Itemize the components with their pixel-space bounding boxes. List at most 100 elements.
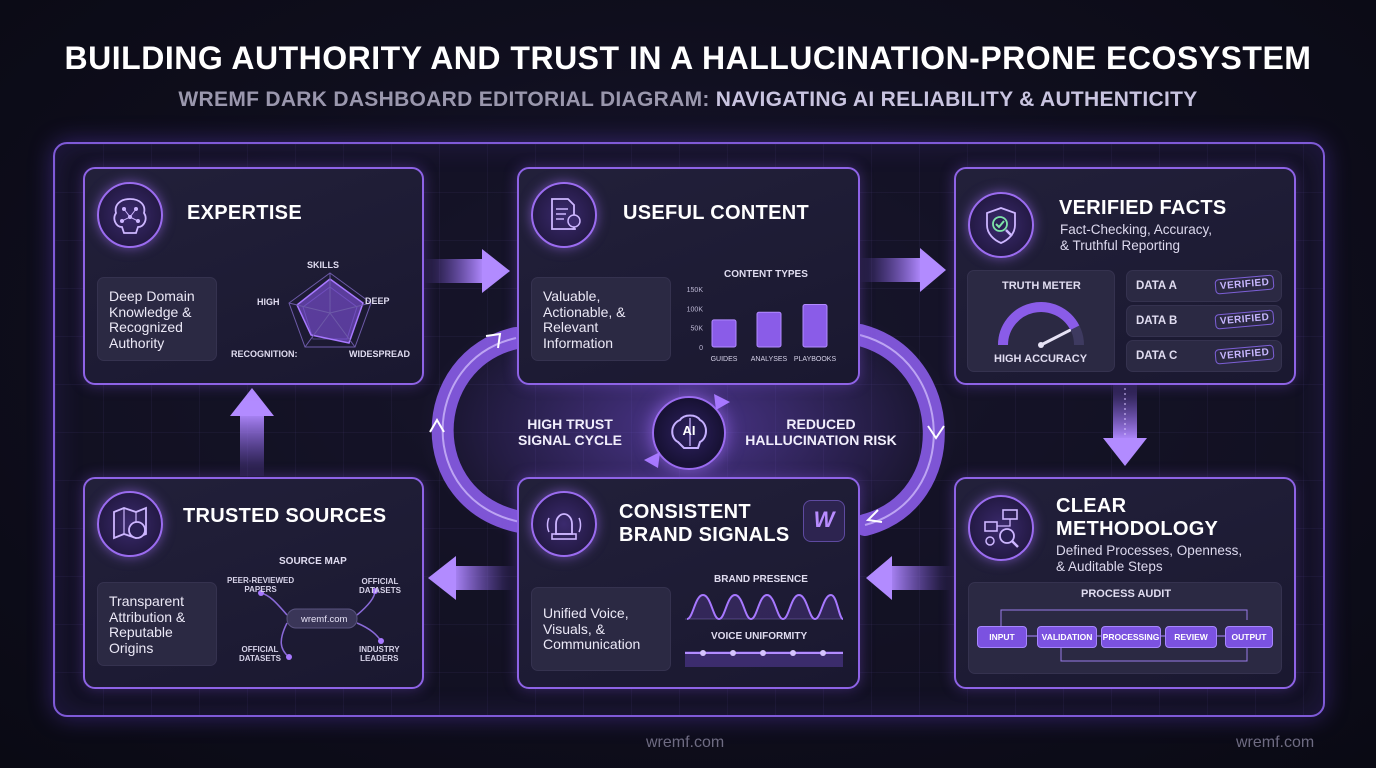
process-audit-title: PROCESS AUDIT — [1081, 588, 1172, 600]
expertise-radar-chart — [288, 272, 372, 348]
data-row-label: DATA B — [1136, 315, 1178, 327]
radar-label-widespread: WIDESPREAD — [349, 349, 411, 359]
data-row-label: DATA A — [1136, 280, 1177, 292]
trusted-sources-description: Transparent Attribution & Reputable Orig… — [109, 593, 186, 656]
process-step-output: OUTPUT — [1225, 626, 1273, 648]
node-peer-reviewed: PEER-REVIEWED PAPERS — [227, 576, 295, 594]
data-row: DATA A VERIFIED — [1126, 270, 1282, 302]
truth-meter-title: TRUTH METER — [1002, 280, 1081, 292]
truth-meter-gauge — [998, 302, 1084, 348]
y-tick-label: 100K — [687, 306, 704, 313]
radar-label-recognition: RECOGNITION: — [231, 349, 298, 359]
trusted-sources-card: TRUSTED SOURCES Transparent Attribution … — [83, 477, 424, 689]
bar — [756, 311, 782, 348]
cycle-label-left: HIGH TRUST SIGNAL CYCLE — [518, 416, 622, 448]
data-row-label: DATA C — [1136, 350, 1178, 362]
arrow-methodology-to-brand — [866, 556, 952, 600]
verified-facts-subtitle: Fact-Checking, Accuracy, & Truthful Repo… — [1060, 222, 1213, 253]
process-audit-connectors — [1000, 609, 1248, 662]
data-row: DATA B VERIFIED — [1126, 305, 1282, 337]
y-tick-label: 50K — [691, 326, 704, 333]
arrow-brand-to-trusted — [428, 556, 516, 600]
verified-facts-card: VERIFIED FACTS Fact-Checking, Accuracy, … — [954, 167, 1296, 385]
document-bulb-icon — [531, 182, 597, 248]
verified-badge: VERIFIED — [1214, 309, 1275, 330]
content-types-chart-title: CONTENT TYPES — [724, 269, 808, 280]
useful-content-card: USEFUL CONTENT Valuable, Actionable, & R… — [517, 167, 860, 385]
arrow-verified-to-methodology — [1103, 384, 1147, 466]
x-category-label: PLAYBOOKS — [794, 356, 837, 363]
process-audit-box: PROCESS AUDIT INPUT VALIDATION PROCESSIN… — [968, 582, 1282, 674]
brand-signals-card: CONSISTENT BRAND SIGNALS W Unified Voice… — [517, 477, 860, 689]
radar-label-skills: SKILLS — [307, 260, 340, 270]
node-official-datasets-bottom: OFFICIAL DATASETS — [239, 645, 281, 663]
verified-badge: VERIFIED — [1214, 274, 1275, 295]
verified-facts-title: VERIFIED FACTS — [1059, 197, 1227, 219]
brand-presence-wave — [685, 593, 843, 621]
process-step-validation: VALIDATION — [1037, 626, 1097, 648]
brand-signals-title: CONSISTENT BRAND SIGNALS — [619, 501, 790, 546]
arrow-trusted-to-expertise — [230, 388, 274, 476]
arrow-content-to-verified — [860, 248, 946, 292]
footer-url-center: wremf.com — [646, 734, 725, 751]
process-step-input: INPUT — [977, 626, 1027, 648]
expertise-description: Deep Domain Knowledge & Recognized Autho… — [109, 288, 195, 351]
flowchart-gear-icon — [968, 495, 1034, 561]
useful-content-description: Valuable, Actionable, & Relevant Informa… — [543, 288, 626, 351]
y-tick-label: 0 — [699, 345, 703, 352]
methodology-card: CLEAR METHODOLOGY Defined Processes, Ope… — [954, 477, 1296, 689]
gauge-needle — [1039, 328, 1072, 347]
map-search-icon — [97, 491, 163, 557]
trusted-sources-title: TRUSTED SOURCES — [183, 505, 387, 527]
useful-content-title: USEFUL CONTENT — [623, 202, 810, 224]
trusted-sources-description-box: Transparent Attribution & Reputable Orig… — [97, 582, 217, 666]
process-step-processing: PROCESSING — [1101, 626, 1161, 648]
brain-network-icon — [97, 182, 163, 248]
footer-url-right: wremf.com — [1236, 734, 1315, 751]
cycle-label-right: REDUCED HALLUCINATION RISK — [745, 416, 897, 448]
gauge-hub — [1038, 342, 1044, 348]
brand-signals-description-box: Unified Voice, Visuals, & Communication — [531, 587, 671, 671]
radar-label-deep: DEEP — [365, 296, 390, 306]
node-official-datasets-top: OFFICIAL DATASETS — [359, 577, 401, 595]
radar-label-high: HIGH — [257, 297, 280, 307]
x-category-label: ANALYSES — [751, 356, 788, 363]
source-map-title: SOURCE MAP — [279, 556, 347, 567]
bar — [711, 319, 737, 348]
wremf-logo-letter: W — [813, 507, 835, 532]
brand-signals-description: Unified Voice, Visuals, & Communication — [543, 605, 641, 652]
source-map-graph — [258, 588, 384, 660]
voice-uniformity-bar — [685, 650, 843, 667]
truth-meter-box: TRUTH METER HIGH ACCURACY — [967, 270, 1115, 372]
x-category-label: GUIDES — [711, 356, 738, 363]
arrow-expertise-to-content — [424, 249, 510, 293]
expertise-card: EXPERTISE Deep Domain Knowledge & Recogn… — [83, 167, 424, 385]
subtitle-part-2: NAVIGATING AI RELIABILITY & AUTHENTICITY — [715, 88, 1198, 111]
brand-presence-label: BRAND PRESENCE — [714, 574, 808, 585]
source-map-hub: wremf.com — [301, 614, 348, 625]
ai-cycle-arrows — [644, 394, 730, 468]
alarm-beacon-icon — [531, 491, 597, 557]
expertise-description-box: Deep Domain Knowledge & Recognized Autho… — [97, 277, 217, 361]
gauge-fill — [998, 302, 1080, 346]
ai-brain-icon: AI — [652, 396, 726, 470]
data-row: DATA C VERIFIED — [1126, 340, 1282, 372]
wremf-logo: W — [803, 500, 845, 542]
voice-uniformity-label: VOICE UNIFORMITY — [711, 631, 808, 642]
bar — [802, 303, 828, 348]
verified-badge: VERIFIED — [1214, 344, 1275, 365]
methodology-title: CLEAR METHODOLOGY — [1056, 495, 1219, 540]
process-step-review: REVIEW — [1165, 626, 1217, 648]
ai-label: AI — [682, 423, 696, 438]
page-subtitle: WREMF DARK DASHBOARD EDITORIAL DIAGRAM: … — [0, 88, 1376, 112]
expertise-title: EXPERTISE — [187, 202, 302, 224]
y-tick-label: 150K — [687, 287, 704, 294]
useful-content-description-box: Valuable, Actionable, & Relevant Informa… — [531, 277, 671, 361]
shield-check-icon — [968, 192, 1034, 258]
node-industry-leaders: INDUSTRY LEADERS — [359, 645, 400, 663]
methodology-subtitle: Defined Processes, Openness, & Auditable… — [1056, 543, 1243, 574]
page-title: BUILDING AUTHORITY AND TRUST IN A HALLUC… — [64, 40, 1312, 76]
truth-meter-label: HIGH ACCURACY — [994, 353, 1088, 365]
subtitle-part-1: WREMF DARK DASHBOARD EDITORIAL DIAGRAM: — [178, 88, 710, 111]
